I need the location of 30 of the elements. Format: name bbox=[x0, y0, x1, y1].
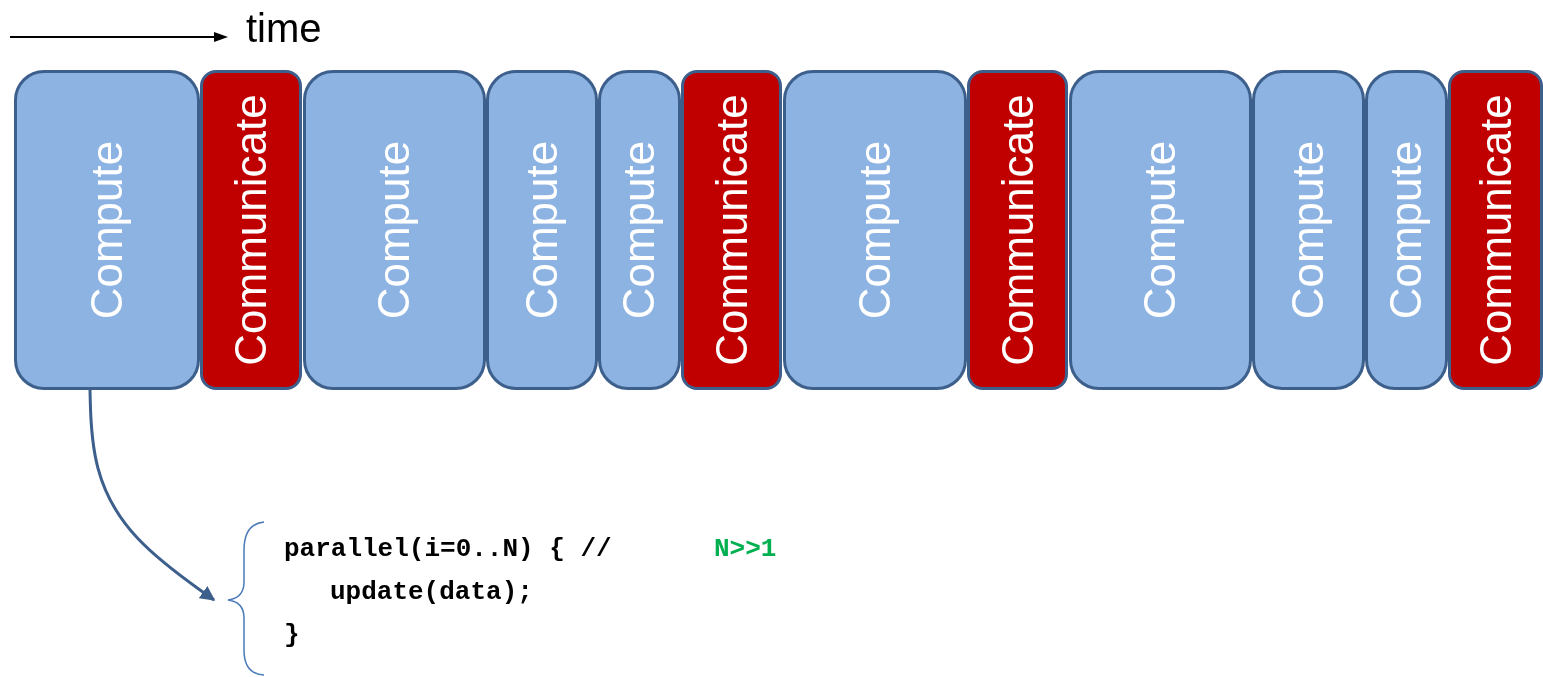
stage-label: Communicate bbox=[1470, 94, 1521, 366]
stage-label: Compute bbox=[1381, 140, 1432, 320]
compute-block bbox=[1069, 70, 1252, 390]
communicate-block bbox=[200, 70, 302, 390]
code-line: parallel(i=0..N) { // bbox=[284, 534, 612, 564]
communicate-block bbox=[1448, 70, 1543, 390]
communicate-block bbox=[681, 70, 782, 390]
compute-block bbox=[14, 70, 200, 390]
arrow bbox=[88, 389, 216, 602]
stage-label: Communicate bbox=[706, 94, 757, 366]
stage-label: Compute bbox=[1283, 140, 1334, 320]
code-line: update(data); bbox=[330, 577, 533, 607]
code-line: } bbox=[284, 620, 300, 650]
stage-label: Compute bbox=[850, 140, 900, 320]
stage-label: Compute bbox=[1135, 140, 1186, 320]
compute-block bbox=[783, 70, 967, 390]
compute-block bbox=[1252, 70, 1365, 390]
stage-label: Compute bbox=[517, 140, 567, 320]
compute-block bbox=[1365, 70, 1448, 390]
stage-label: Compute bbox=[82, 140, 132, 320]
code-comment-value: N>>1 bbox=[714, 534, 777, 564]
stage-label: Communicate bbox=[992, 94, 1043, 366]
stage-label: Communicate bbox=[226, 94, 276, 366]
stage-label: Compute bbox=[614, 140, 665, 320]
compute-block bbox=[486, 70, 598, 390]
stage-label: Compute bbox=[369, 140, 420, 320]
compute-block bbox=[303, 70, 486, 390]
axis-label: time bbox=[246, 6, 322, 51]
communicate-block bbox=[967, 70, 1068, 390]
compute-block bbox=[598, 70, 681, 390]
